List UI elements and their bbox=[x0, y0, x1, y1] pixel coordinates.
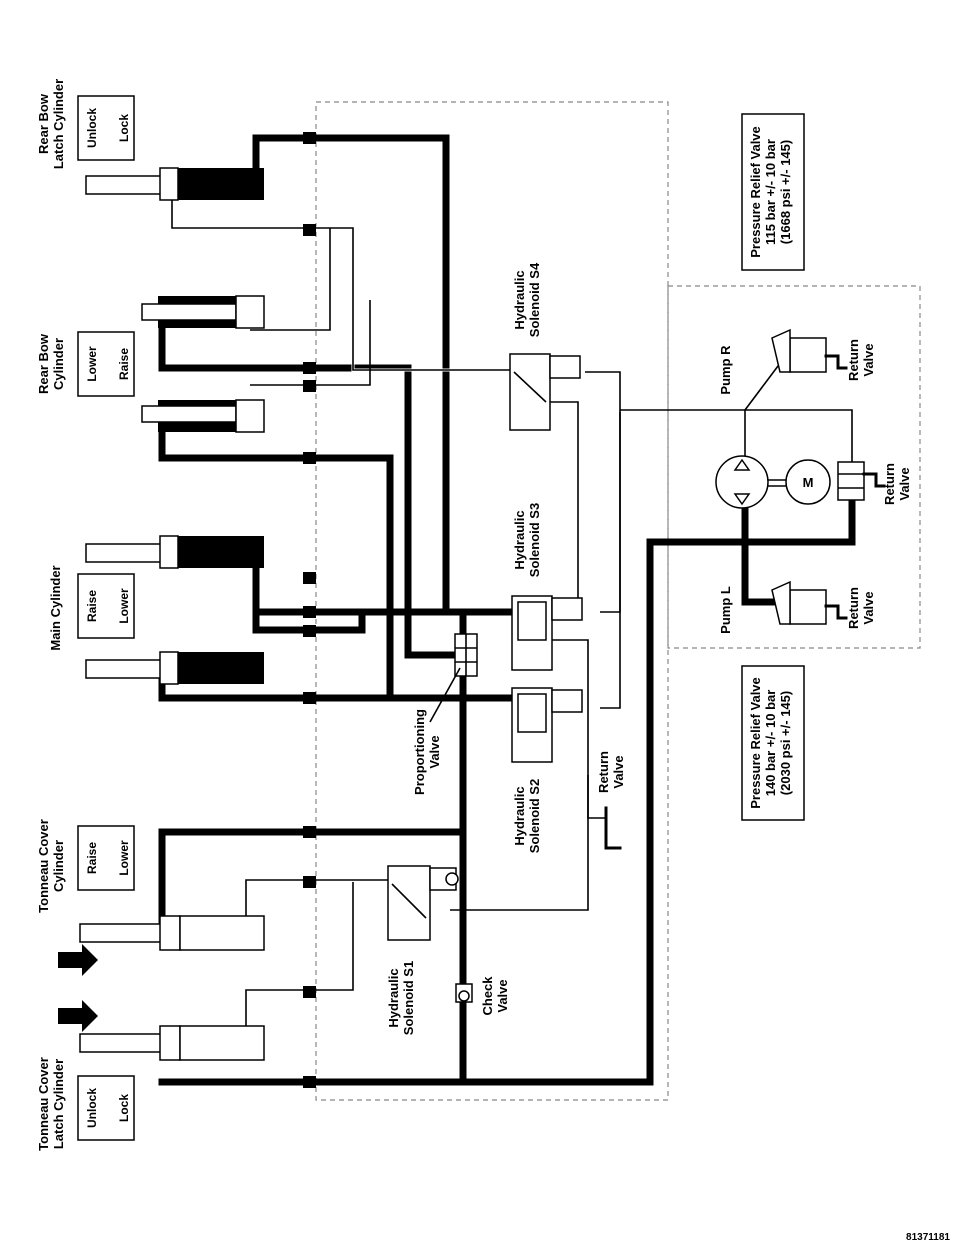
relief-140-line-1: Pressure Relief Valve bbox=[748, 677, 763, 809]
check-valve-label-1: Check bbox=[480, 976, 495, 1016]
tonneau-latch-cylinder bbox=[79, 1025, 265, 1061]
return-valve-label-2: Valve bbox=[611, 755, 626, 788]
tonneau-cover-cylinder bbox=[79, 915, 265, 951]
rear-bow-latch-state-2: Lock bbox=[117, 114, 131, 142]
motor-label: M bbox=[803, 475, 814, 490]
solenoid-s1-label-1: Hydraulic bbox=[386, 968, 401, 1027]
solenoid-s1-label-2: Solenoid S1 bbox=[401, 961, 416, 1035]
control-module-boundary bbox=[315, 101, 669, 1101]
proportioning-label-1: Proportioning bbox=[412, 709, 427, 795]
return-valve-r-label-1: Return bbox=[846, 339, 861, 381]
return-valve-m-label-1: Return bbox=[882, 463, 897, 505]
relief-115-line-1: Pressure Relief Valve bbox=[748, 126, 763, 258]
input-arrow-icon bbox=[58, 944, 98, 1032]
main-cylinder-upper bbox=[85, 535, 264, 569]
main-cylinder-label: Main Cylinder bbox=[48, 565, 63, 650]
main-cylinder-lower bbox=[85, 651, 264, 685]
pressure-lines bbox=[158, 134, 856, 1086]
rear-bow-cylinder-lower bbox=[141, 399, 265, 433]
relief-115-line-2: 115 bar +/- 10 bar bbox=[763, 139, 778, 245]
rear-bow-state-2: Raise bbox=[117, 348, 131, 380]
pump-module-boundary bbox=[667, 285, 921, 649]
proportioning-label-2: Valve bbox=[427, 735, 442, 768]
return-valve-l-label-2: Valve bbox=[861, 591, 876, 624]
proportioning-leader bbox=[429, 667, 461, 723]
tonneau-latch-state-1: Unlock bbox=[85, 1088, 99, 1128]
solenoid-s4-label-1: Hydraulic bbox=[512, 270, 527, 329]
proportioning-valve bbox=[454, 633, 478, 677]
solenoid-s2-label-1: Hydraulic bbox=[512, 786, 527, 845]
solenoid-s2-label-2: Solenoid S2 bbox=[527, 779, 542, 853]
pump-r-relief-valve bbox=[771, 328, 848, 373]
rear-bow-latch-cylinder bbox=[85, 167, 264, 201]
solenoid-s3-label-2: Solenoid S3 bbox=[527, 503, 542, 577]
pump-l-relief-valve bbox=[771, 580, 848, 625]
state-boxes bbox=[77, 95, 805, 1141]
rear-bow-cylinder-label-2: Cylinder bbox=[51, 338, 66, 390]
tonneau-cover-state-1: Raise bbox=[85, 842, 99, 874]
check-valve-label-2: Valve bbox=[495, 979, 510, 1012]
return-valve bbox=[604, 806, 622, 850]
solenoid-s2 bbox=[511, 687, 583, 763]
rear-bow-state-1: Lower bbox=[85, 346, 99, 382]
return-lines bbox=[170, 198, 853, 1028]
rear-bow-latch-state-1: Unlock bbox=[85, 108, 99, 148]
solenoid-s1 bbox=[387, 865, 459, 941]
tonneau-cover-label-1: Tonneau Cover bbox=[36, 819, 51, 913]
solenoid-s3-label-1: Hydraulic bbox=[512, 510, 527, 569]
document-id: 81371181 bbox=[906, 1232, 950, 1243]
junction-blocks bbox=[303, 132, 316, 1088]
pump-unit bbox=[715, 455, 886, 509]
solenoid-s3 bbox=[511, 595, 583, 671]
rear-bow-cylinder-label-1: Rear Bow bbox=[36, 333, 51, 394]
tonneau-latch-state-2: Lock bbox=[117, 1094, 131, 1122]
relief-140-line-3: (2030 psi +/- 145) bbox=[778, 691, 793, 795]
return-valve-label-1: Return bbox=[596, 751, 611, 793]
main-state-2: Lower bbox=[117, 588, 131, 624]
check-valve bbox=[455, 983, 473, 1003]
tonneau-cover-label-2: Cylinder bbox=[51, 840, 66, 892]
pump-r-label: Pump R bbox=[718, 345, 733, 395]
relief-140-line-2: 140 bar +/- 10 bar bbox=[763, 690, 778, 797]
tonneau-cover-state-2: Lower bbox=[117, 840, 131, 876]
solenoid-s4-label-2: Solenoid S4 bbox=[527, 262, 542, 337]
return-valve-l-label-1: Return bbox=[846, 587, 861, 629]
return-valve-r-label-2: Valve bbox=[861, 343, 876, 376]
solenoid-s4 bbox=[509, 353, 581, 431]
pump-l-label: Pump L bbox=[718, 586, 733, 634]
tonneau-latch-label-1: Tonneau Cover bbox=[36, 1057, 51, 1151]
rear-bow-latch-label-2: Latch Cylinder bbox=[51, 79, 66, 169]
relief-115-line-3: (1668 psi +/- 145) bbox=[778, 140, 793, 244]
rear-bow-cylinder-upper bbox=[141, 295, 265, 329]
main-state-1: Raise bbox=[85, 590, 99, 622]
tonneau-latch-label-2: Latch Cylinder bbox=[51, 1059, 66, 1149]
rear-bow-latch-label-1: Rear Bow bbox=[36, 93, 51, 154]
return-valve-m-label-2: Valve bbox=[897, 467, 912, 500]
